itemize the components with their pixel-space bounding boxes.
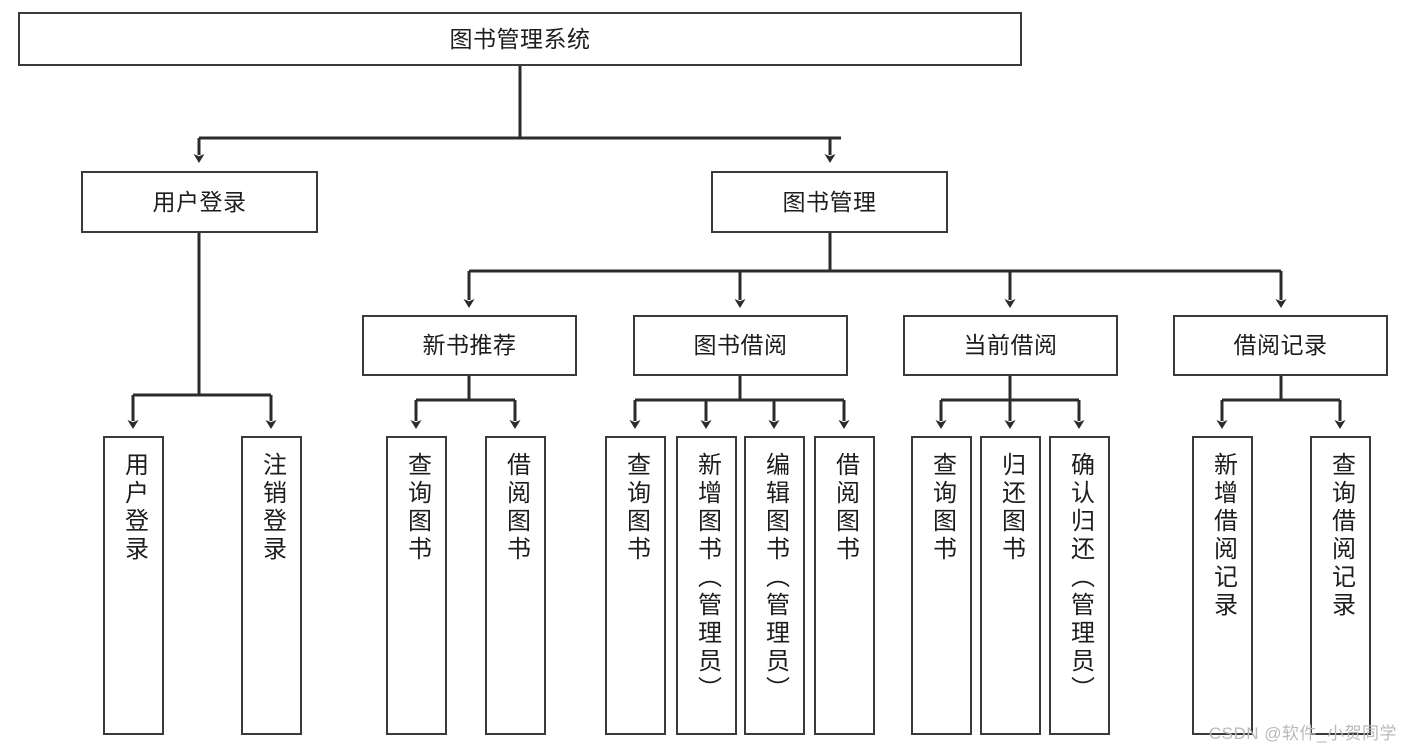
- node-leaf-query-book-3[interactable]: 查询图书: [911, 436, 972, 735]
- node-leaf-edit-book-label: 编辑图书（管理员）: [761, 452, 789, 704]
- node-leaf-borrow-book-2[interactable]: 借阅图书: [814, 436, 875, 735]
- node-leaf-query-book-1-label: 查询图书: [403, 452, 431, 564]
- node-book-borrow-label: 图书借阅: [693, 332, 788, 359]
- node-leaf-add-record[interactable]: 新增借阅记录: [1192, 436, 1253, 735]
- node-leaf-query-book-3-label: 查询图书: [928, 452, 956, 564]
- node-leaf-edit-book[interactable]: 编辑图书（管理员）: [744, 436, 805, 735]
- node-book-management[interactable]: 图书管理: [711, 171, 948, 233]
- node-leaf-logout-login-label: 注销登录: [258, 452, 286, 564]
- node-book-management-label: 图书管理: [782, 188, 877, 215]
- node-current-borrow-label: 当前借阅: [963, 332, 1058, 359]
- node-leaf-borrow-book-1[interactable]: 借阅图书: [485, 436, 546, 735]
- node-user-login[interactable]: 用户登录: [81, 171, 318, 233]
- node-leaf-add-record-label: 新增借阅记录: [1209, 452, 1237, 620]
- node-leaf-add-book[interactable]: 新增图书（管理员）: [676, 436, 737, 735]
- node-leaf-query-book-1[interactable]: 查询图书: [386, 436, 447, 735]
- node-root[interactable]: 图书管理系统: [18, 12, 1022, 66]
- node-borrow-record-label: 借阅记录: [1233, 332, 1328, 359]
- node-leaf-query-record-label: 查询借阅记录: [1327, 452, 1355, 620]
- node-book-borrow[interactable]: 图书借阅: [633, 315, 848, 376]
- node-leaf-user-login-label: 用户登录: [120, 452, 148, 564]
- node-leaf-add-book-label: 新增图书（管理员）: [693, 452, 721, 704]
- node-leaf-confirm-return-label: 确认归还（管理员）: [1066, 452, 1094, 704]
- node-leaf-return-book[interactable]: 归还图书: [980, 436, 1041, 735]
- node-leaf-query-record[interactable]: 查询借阅记录: [1310, 436, 1371, 735]
- node-new-book-recommend[interactable]: 新书推荐: [362, 315, 577, 376]
- node-borrow-record[interactable]: 借阅记录: [1173, 315, 1388, 376]
- node-new-book-recommend-label: 新书推荐: [422, 332, 517, 359]
- node-leaf-user-login[interactable]: 用户登录: [103, 436, 164, 735]
- node-leaf-borrow-book-1-label: 借阅图书: [502, 452, 530, 564]
- node-root-label: 图书管理系统: [449, 25, 591, 52]
- node-leaf-logout-login[interactable]: 注销登录: [241, 436, 302, 735]
- watermark-text: CSDN @软件_小贺同学: [1208, 724, 1397, 743]
- node-leaf-borrow-book-2-label: 借阅图书: [831, 452, 859, 564]
- node-leaf-query-book-2[interactable]: 查询图书: [605, 436, 666, 735]
- node-leaf-return-book-label: 归还图书: [997, 452, 1025, 564]
- node-leaf-confirm-return[interactable]: 确认归还（管理员）: [1049, 436, 1110, 735]
- node-leaf-query-book-2-label: 查询图书: [622, 452, 650, 564]
- node-user-login-label: 用户登录: [152, 188, 247, 215]
- node-current-borrow[interactable]: 当前借阅: [903, 315, 1118, 376]
